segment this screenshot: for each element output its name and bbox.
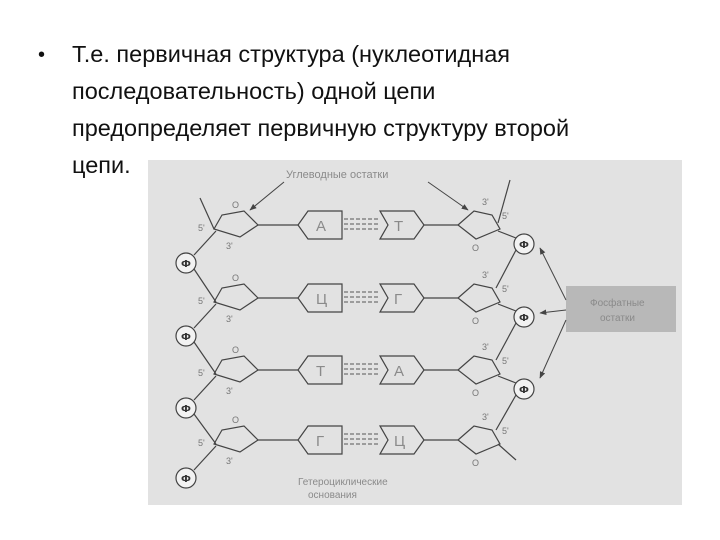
label-phosphate-line2: остатки [600, 313, 635, 324]
right-base-letter: Г [394, 291, 402, 308]
arrow-phosphate-2 [539, 309, 567, 316]
right-sugar [457, 355, 501, 385]
right-base [378, 425, 425, 455]
left-phosphate-symbol: Ф [181, 259, 191, 270]
right-prime-3: 3' [482, 342, 489, 352]
right-base [378, 283, 425, 313]
left-phosphate [175, 467, 197, 489]
left-base [297, 210, 343, 240]
right-oxygen: O [472, 388, 479, 398]
left-base [297, 283, 343, 313]
right-prime-5: 5' [502, 356, 509, 366]
right-strand-end [497, 443, 517, 461]
right-strand-start [497, 179, 511, 224]
right-phosphate [513, 233, 535, 255]
left-base [297, 355, 343, 385]
arrow-phosphate-3 [539, 319, 567, 379]
left-backbone [193, 413, 217, 445]
right-phosphate-symbol: Ф [519, 313, 529, 324]
arrow-sugar-right [427, 181, 469, 211]
left-base-letter: Т [316, 363, 325, 380]
right-base [378, 210, 425, 240]
left-backbone [193, 445, 217, 471]
left-base-letter: Г [316, 433, 324, 450]
left-phosphate-symbol: Ф [181, 474, 191, 485]
left-prime-5: 5' [198, 223, 205, 233]
left-sugar [213, 355, 259, 383]
right-oxygen: O [472, 458, 479, 468]
dna-figure: Углеводные остатки Фосфатные остатки Гет… [148, 160, 682, 505]
right-backbone [495, 249, 517, 289]
bullet-block: • Т.е. первичная структура (нуклеотидная… [38, 36, 678, 184]
right-prime-5: 5' [502, 211, 509, 221]
left-backbone [193, 303, 217, 329]
left-phosphate [175, 397, 197, 419]
right-phosphate [513, 378, 535, 400]
left-sugar [213, 283, 259, 311]
left-prime-3: 3' [226, 241, 233, 251]
left-prime-3: 3' [226, 386, 233, 396]
label-phosphate-line1: Фосфатные [590, 297, 645, 309]
right-backbone [497, 230, 517, 239]
right-base-letter: А [394, 363, 404, 380]
bullet-dot: • [38, 44, 46, 66]
right-sugar [457, 425, 501, 455]
left-sugar [213, 425, 259, 453]
right-sugar [457, 210, 501, 240]
left-sugar [213, 210, 259, 238]
right-phosphate [513, 306, 535, 328]
left-backbone [193, 230, 217, 256]
label-heterocyclic-line1: Гетероциклические [298, 477, 388, 488]
right-base-letter: Ц [394, 433, 405, 450]
left-oxygen: O [232, 273, 239, 283]
left-strand-start [199, 197, 215, 230]
left-prime-5: 5' [198, 368, 205, 378]
bullet-text: Т.е. первичная структура (нуклеотидная п… [72, 41, 570, 178]
left-backbone [193, 341, 217, 375]
left-base-letter: А [316, 218, 326, 235]
left-backbone [193, 268, 217, 303]
left-oxygen: O [232, 415, 239, 425]
left-phosphate [175, 252, 197, 274]
left-base-letter: Ц [316, 291, 327, 308]
left-base [297, 425, 343, 455]
label-heterocyclic-line2: основания [308, 490, 357, 501]
left-oxygen: O [232, 200, 239, 210]
left-oxygen: O [232, 345, 239, 355]
phosphate-label-box [566, 286, 676, 332]
right-prime-5: 5' [502, 426, 509, 436]
arrow-sugar-left [249, 181, 285, 211]
right-backbone [495, 322, 517, 361]
left-prime-5: 5' [198, 296, 205, 306]
right-base-letter: Т [394, 218, 403, 235]
dna-diagram-svg: Углеводные остатки Фосфатные остатки Гет… [175, 169, 676, 501]
right-sugar [457, 283, 501, 313]
left-phosphate-symbol: Ф [181, 404, 191, 415]
right-oxygen: O [472, 243, 479, 253]
right-backbone [495, 394, 517, 431]
right-backbone [497, 375, 517, 384]
right-prime-3: 3' [482, 412, 489, 422]
left-backbone [193, 375, 217, 401]
right-oxygen: O [472, 316, 479, 326]
right-prime-3: 3' [482, 270, 489, 280]
left-phosphate [175, 325, 197, 347]
arrow-phosphate-1 [539, 247, 567, 301]
left-phosphate-symbol: Ф [181, 332, 191, 343]
right-backbone [497, 303, 517, 312]
left-prime-5: 5' [198, 438, 205, 448]
left-prime-3: 3' [226, 456, 233, 466]
right-phosphate-symbol: Ф [519, 385, 529, 396]
left-prime-3: 3' [226, 314, 233, 324]
right-prime-3: 3' [482, 197, 489, 207]
label-sugar-residues: Углеводные остатки [286, 169, 388, 181]
right-base [378, 355, 425, 385]
right-phosphate-symbol: Ф [519, 240, 529, 251]
right-prime-5: 5' [502, 284, 509, 294]
